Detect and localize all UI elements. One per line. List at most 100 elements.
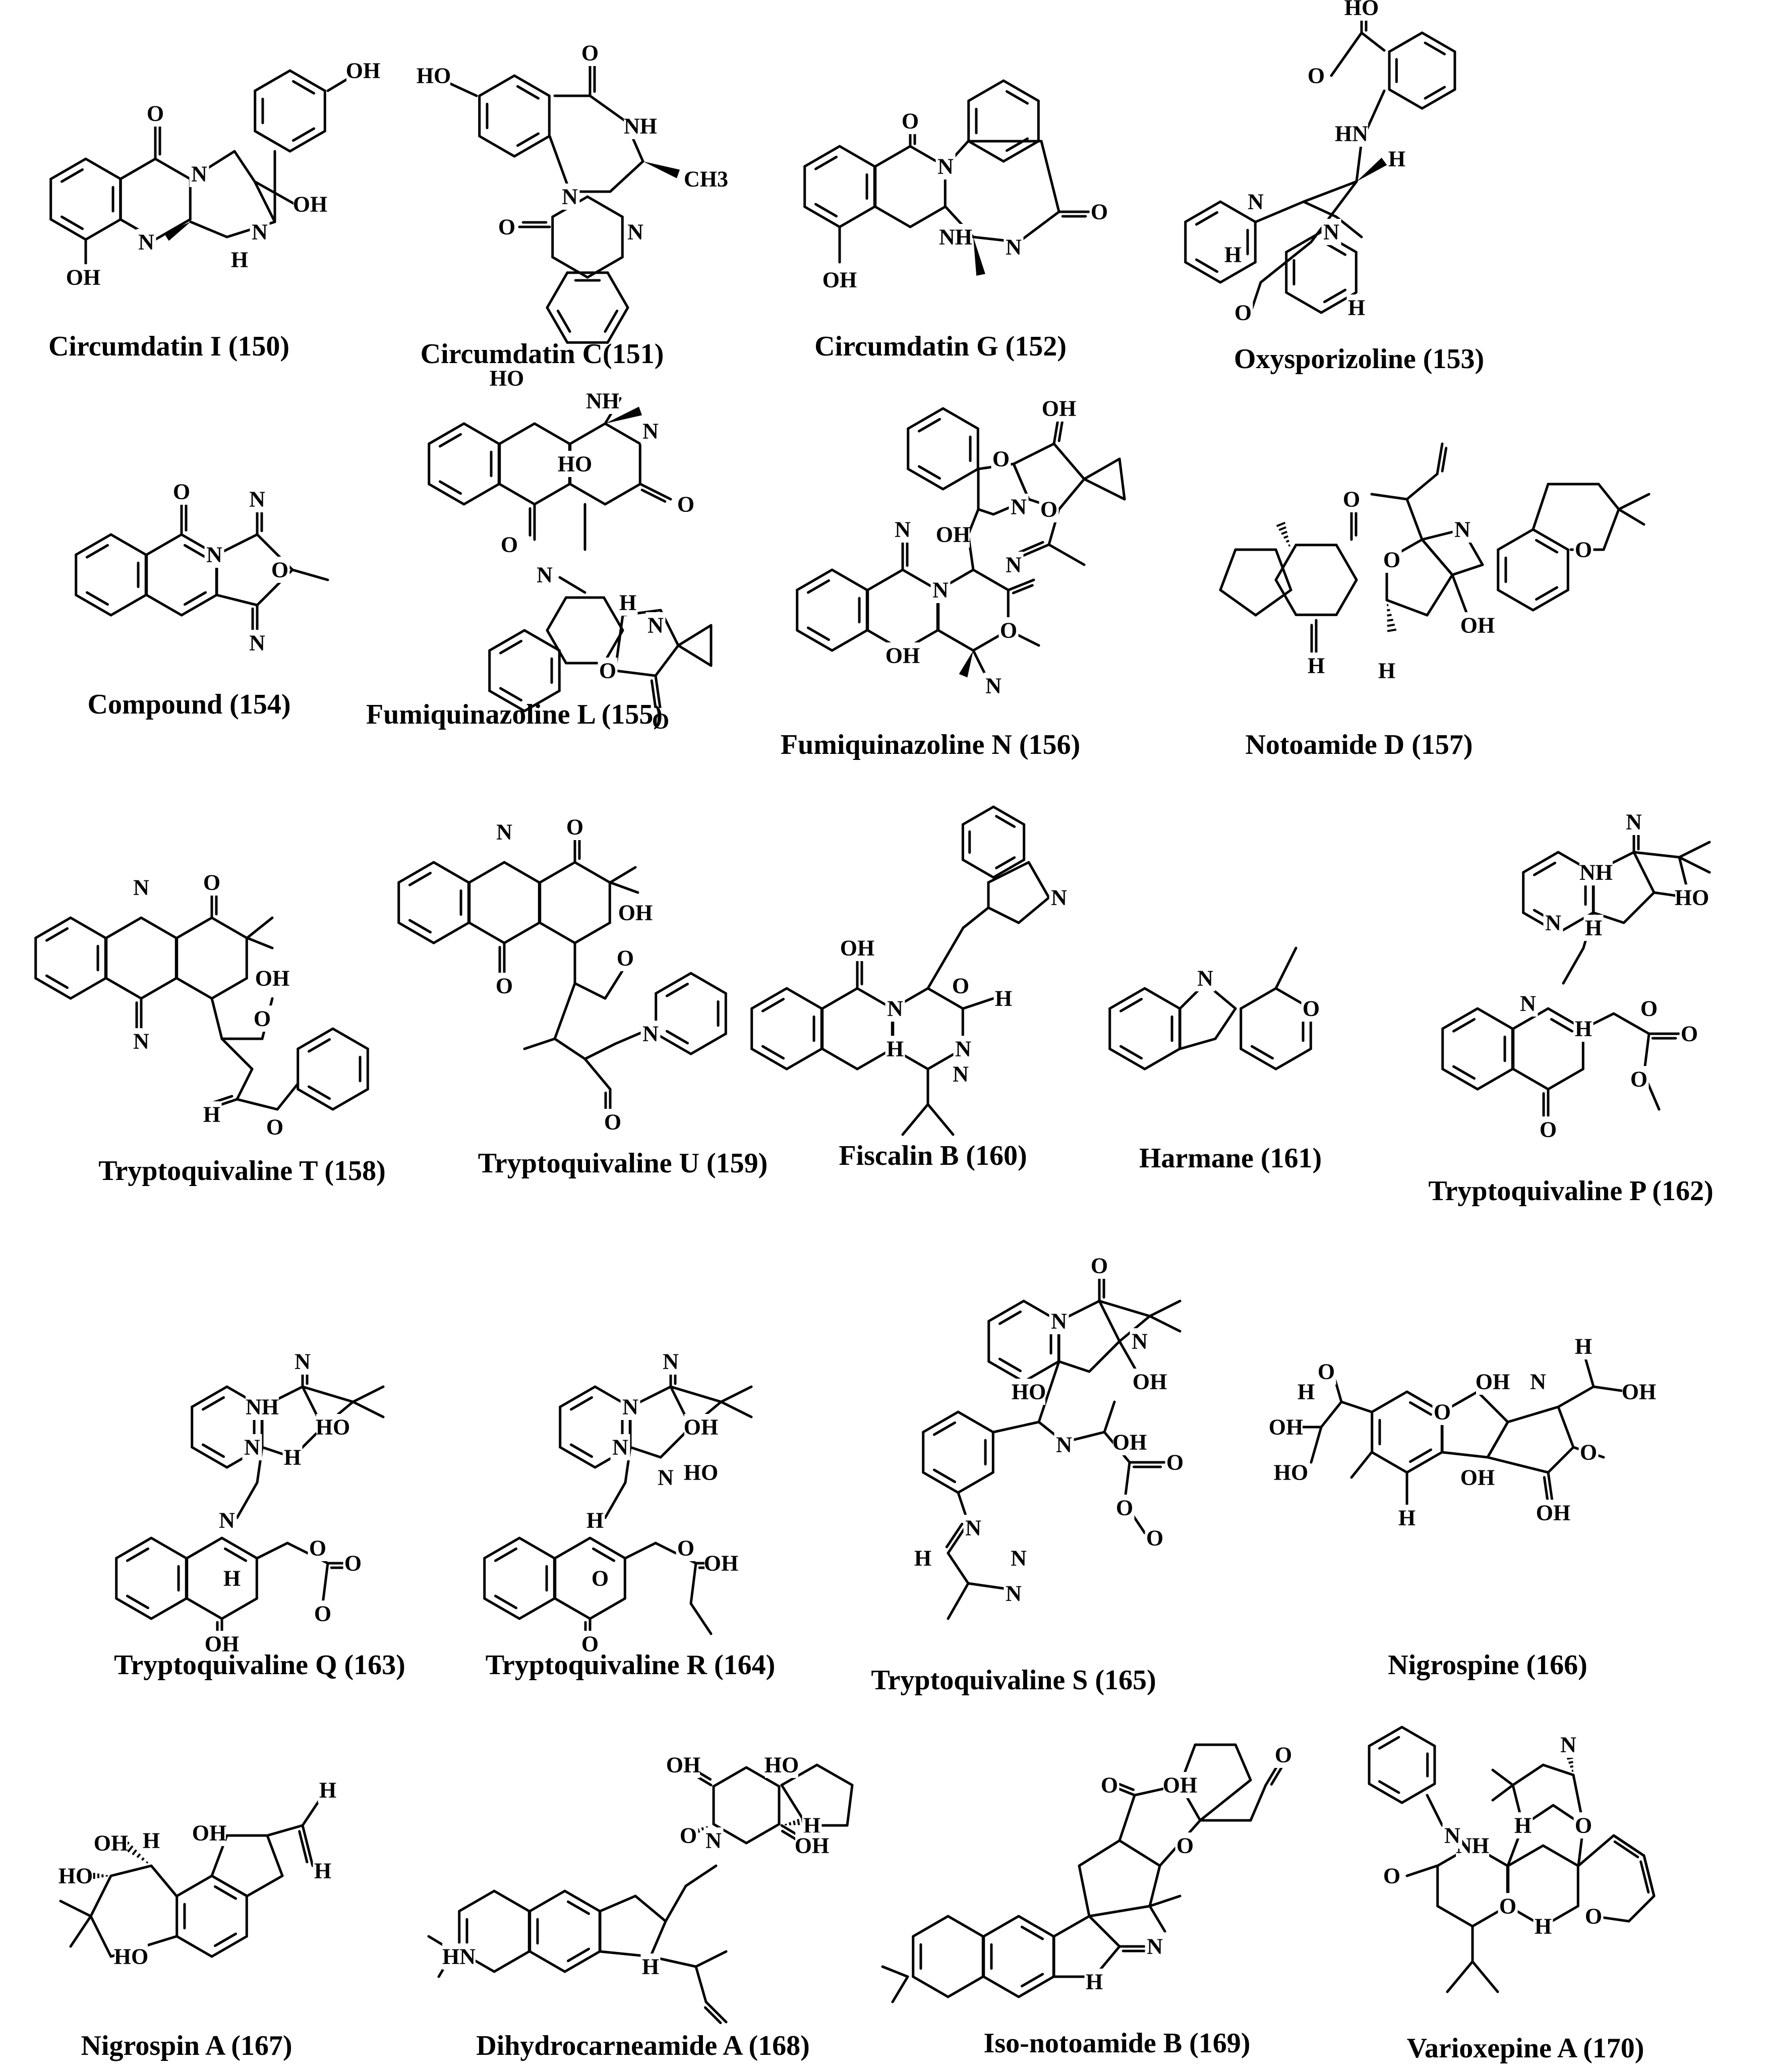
pyran-bond (150, 1864, 178, 1898)
atom-label: OH (1042, 396, 1076, 421)
cyclopropane-bond (1083, 457, 1121, 481)
diketopiperazine-bond (745, 1766, 781, 1788)
atom-label: OH (1460, 613, 1495, 638)
benzene-ring-bond (75, 594, 112, 617)
pyridine-ring-bond (1274, 1047, 1312, 1071)
atom-label-mask (1624, 809, 1644, 835)
atom-label-mask (885, 995, 905, 1022)
benzene-ring-bond (488, 689, 526, 713)
benzene-ring-bond (84, 218, 122, 241)
benzene-ring-bond (785, 1047, 823, 1071)
bond (1405, 472, 1439, 501)
atom-label: O (501, 532, 518, 557)
atom-label-mask (490, 365, 523, 391)
benzene-ring-bond (115, 1597, 153, 1620)
benzene-ring-bond (838, 205, 876, 228)
caption-notoamide-d: Notoamide D (157) (1245, 729, 1473, 760)
imidazolidinone-bond (1592, 911, 1625, 924)
atom-label-mask (252, 1005, 272, 1032)
atom-label-mask (1461, 1464, 1494, 1491)
hashed-bond (701, 1827, 704, 1831)
atom-label: O (1146, 1526, 1163, 1551)
atom-label: O (1303, 996, 1320, 1021)
diketopiperazine-bond (1274, 578, 1298, 616)
atom-label: O (617, 946, 634, 971)
benzene-ring-bond (1532, 588, 1569, 612)
atom-label-mask (1476, 1369, 1509, 1395)
benzene-ring-bond (1020, 1925, 1044, 1940)
quinazolinone-bond (588, 1536, 626, 1560)
atom-label-mask (494, 819, 514, 845)
atom-label: O (1585, 1904, 1602, 1929)
atom-label-mask (1042, 395, 1076, 422)
hashed-bond (1283, 535, 1288, 539)
atom-label-mask (1573, 1016, 1594, 1042)
atom-label: OH (205, 1632, 239, 1656)
pyrrole-bond (266, 1834, 284, 1877)
benzene-ring-bond (563, 1889, 601, 1913)
benzene-ring-bond (689, 1032, 727, 1055)
quinazoline-ring-bond (154, 157, 192, 181)
atom-label: H (642, 1955, 659, 1979)
acridone-ring-bond (503, 921, 541, 944)
quinazoline-ring-bond (821, 1047, 859, 1071)
atom-label-mask (1269, 1414, 1303, 1440)
atom-label-mask (1341, 486, 1362, 512)
benzene-ring-bond (69, 916, 107, 939)
oxindole-bond (1052, 1915, 1091, 1938)
atom-label-mask (204, 542, 224, 568)
atom-label: N (658, 1465, 674, 1490)
cage-bond (1310, 180, 1358, 244)
atom-label: OH (704, 1551, 738, 1576)
benzene-ring-bond (408, 871, 432, 886)
atom-label-mask (704, 1550, 738, 1576)
double-bond (639, 483, 672, 501)
atom-label-mask (1301, 995, 1321, 1022)
atom-label-mask (59, 1863, 92, 1889)
atom-label-mask (1622, 1379, 1656, 1405)
hashed-bond (1288, 544, 1290, 547)
caption-tryptoquivaline-r: Tryptoquivaline R (164) (486, 1649, 776, 1681)
atom-label-mask (618, 589, 638, 616)
atom-label: N (705, 1828, 722, 1853)
atom-label: OH (1460, 1465, 1495, 1490)
atom-label-mask (242, 1434, 262, 1460)
benzene-ring-bond (559, 1446, 597, 1469)
benzene-ring-bond (606, 306, 629, 344)
atom-label-mask (217, 1507, 237, 1533)
atom-label-mask (1165, 1449, 1185, 1475)
benzene-ring-bond (1323, 288, 1347, 304)
benzene-ring-bond (761, 997, 785, 1013)
benzene-ring-bond (297, 1088, 334, 1111)
atom-label-mask (565, 814, 585, 840)
atom-label: H (314, 1859, 331, 1883)
bond (1320, 1400, 1343, 1429)
atom-label-mask (1049, 884, 1069, 911)
atom-label: O (271, 558, 288, 582)
atom-label: OH (1112, 1430, 1147, 1455)
atom-label-mask (193, 1820, 226, 1846)
atom-label-mask (1583, 1903, 1604, 1929)
benzene-ring-bond (45, 974, 69, 989)
quinazolinone-bond (220, 1536, 258, 1560)
atom-label: H (586, 1508, 604, 1533)
atom-label-mask (1578, 1439, 1599, 1465)
pyran-ring-bond (947, 1915, 984, 1938)
indoline-bond (1451, 563, 1484, 576)
bond (523, 1037, 556, 1050)
atom-label: O (1000, 618, 1017, 643)
atom-label: N (955, 1037, 971, 1061)
atom-label-mask (1377, 658, 1397, 684)
atom-label: O (1091, 1254, 1108, 1278)
benzene-ring-bond (566, 1900, 591, 1915)
atom-label: N (642, 419, 659, 444)
bond (1370, 493, 1408, 501)
imidazolidinone-bond (1057, 478, 1086, 511)
atom-label: O (1383, 548, 1400, 572)
hashed-bond (797, 1819, 800, 1825)
atom-label-mask (1099, 1772, 1120, 1798)
atom-label: HO (417, 64, 451, 88)
atom-label-mask (951, 973, 971, 999)
pyran-ring-bond (912, 1975, 950, 1998)
benzene-ring-bond (60, 215, 84, 230)
